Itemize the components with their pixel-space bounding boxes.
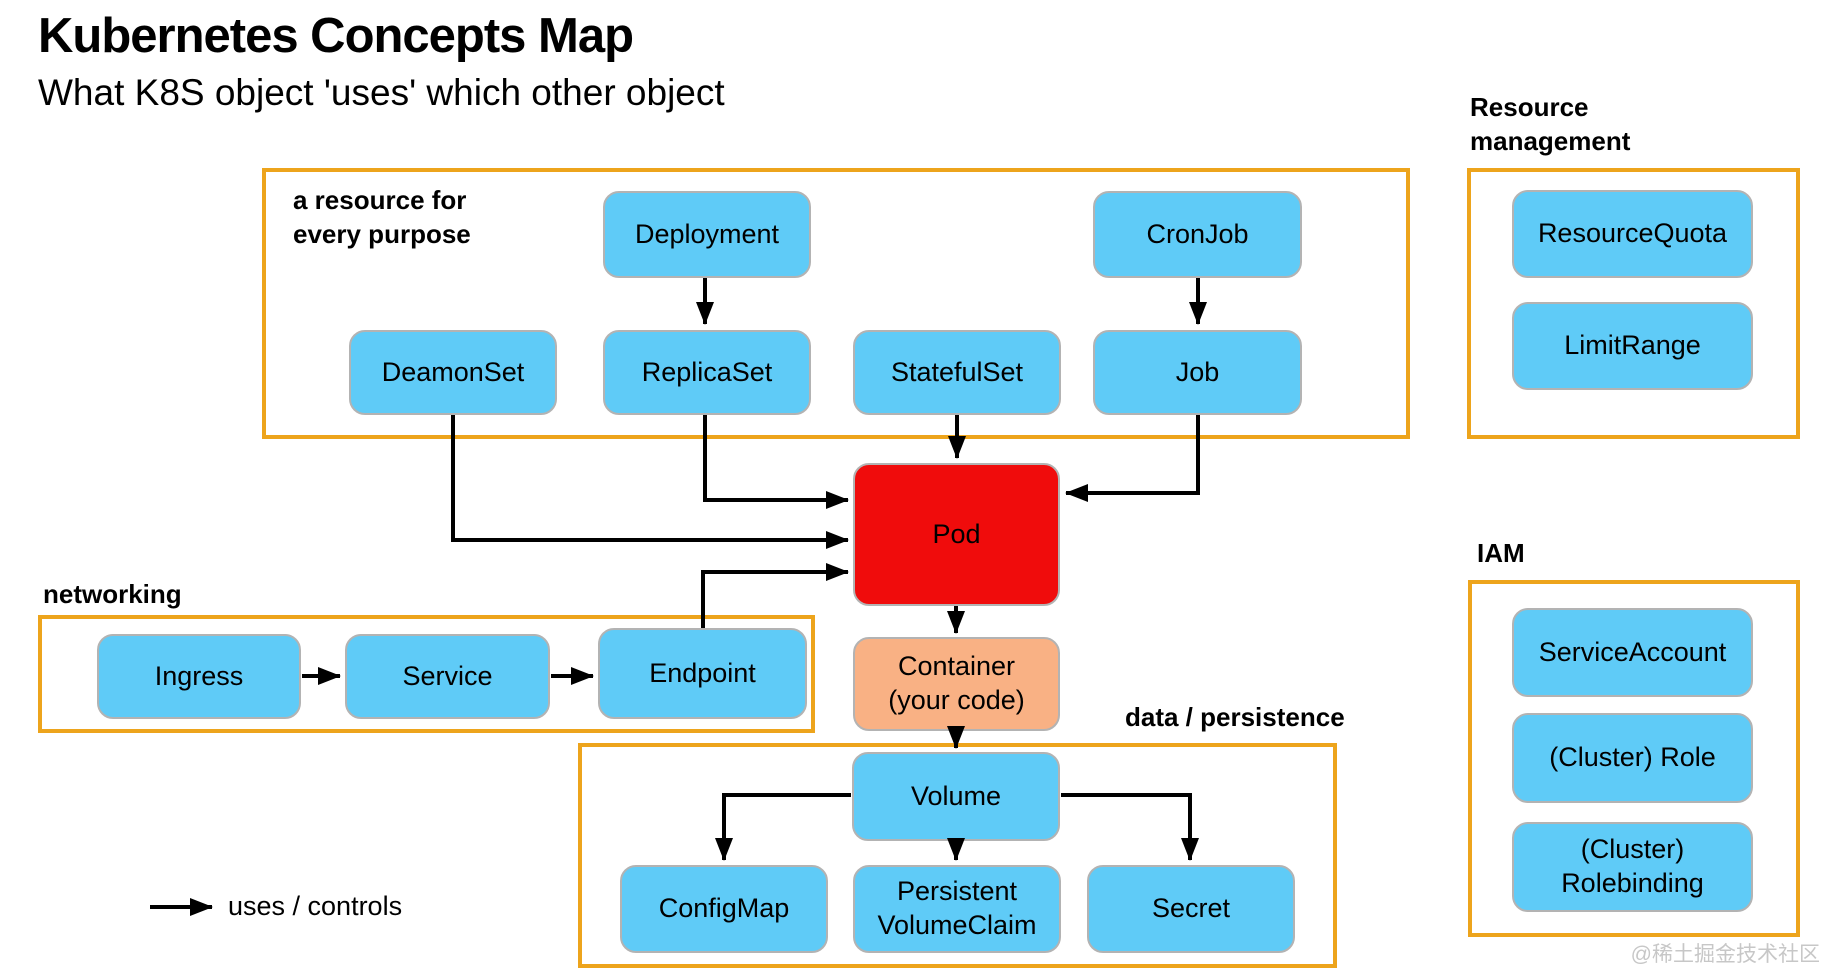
group-label-networking: networking [43,579,182,609]
group-box-iam [1468,580,1800,937]
watermark: @稀土掘金技术社区 [1630,943,1820,966]
node-ingress: Ingress [97,634,301,719]
node-cluster-rolebinding: (Cluster) Rolebinding [1512,822,1753,912]
group-label-resource-management: Resource management [1470,92,1631,157]
page-title: Kubernetes Concepts Map [38,9,634,63]
node-serviceaccount: ServiceAccount [1512,608,1753,697]
node-configmap: ConfigMap [620,865,828,953]
node-deployment: Deployment [603,191,811,278]
legend-label: uses / controls [228,891,403,921]
node-statefulset: StatefulSet [853,330,1061,415]
group-label-resource-purpose: a resource for every purpose [293,185,471,250]
node-secret: Secret [1087,865,1295,953]
node-job: Job [1093,330,1302,415]
page-subtitle: What K8S object 'uses' which other objec… [38,72,725,113]
node-persistentvolumeclaim: Persistent VolumeClaim [853,865,1061,953]
group-box-resource-management [1467,168,1800,439]
node-volume: Volume [852,752,1060,841]
node-cronjob: CronJob [1093,191,1302,278]
node-endpoint: Endpoint [598,628,807,719]
node-deamonset: DeamonSet [349,330,557,415]
node-replicaset: ReplicaSet [603,330,811,415]
group-box-networking [38,615,815,733]
node-service: Service [345,634,550,719]
node-limitrange: LimitRange [1512,302,1753,390]
node-pod: Pod [853,463,1060,606]
node-resourcequota: ResourceQuota [1512,190,1753,278]
node-container: Container (your code) [853,637,1060,731]
node-cluster-role: (Cluster) Role [1512,713,1753,803]
group-label-iam: IAM [1477,538,1525,568]
group-label-data-persistence: data / persistence [1125,702,1345,732]
